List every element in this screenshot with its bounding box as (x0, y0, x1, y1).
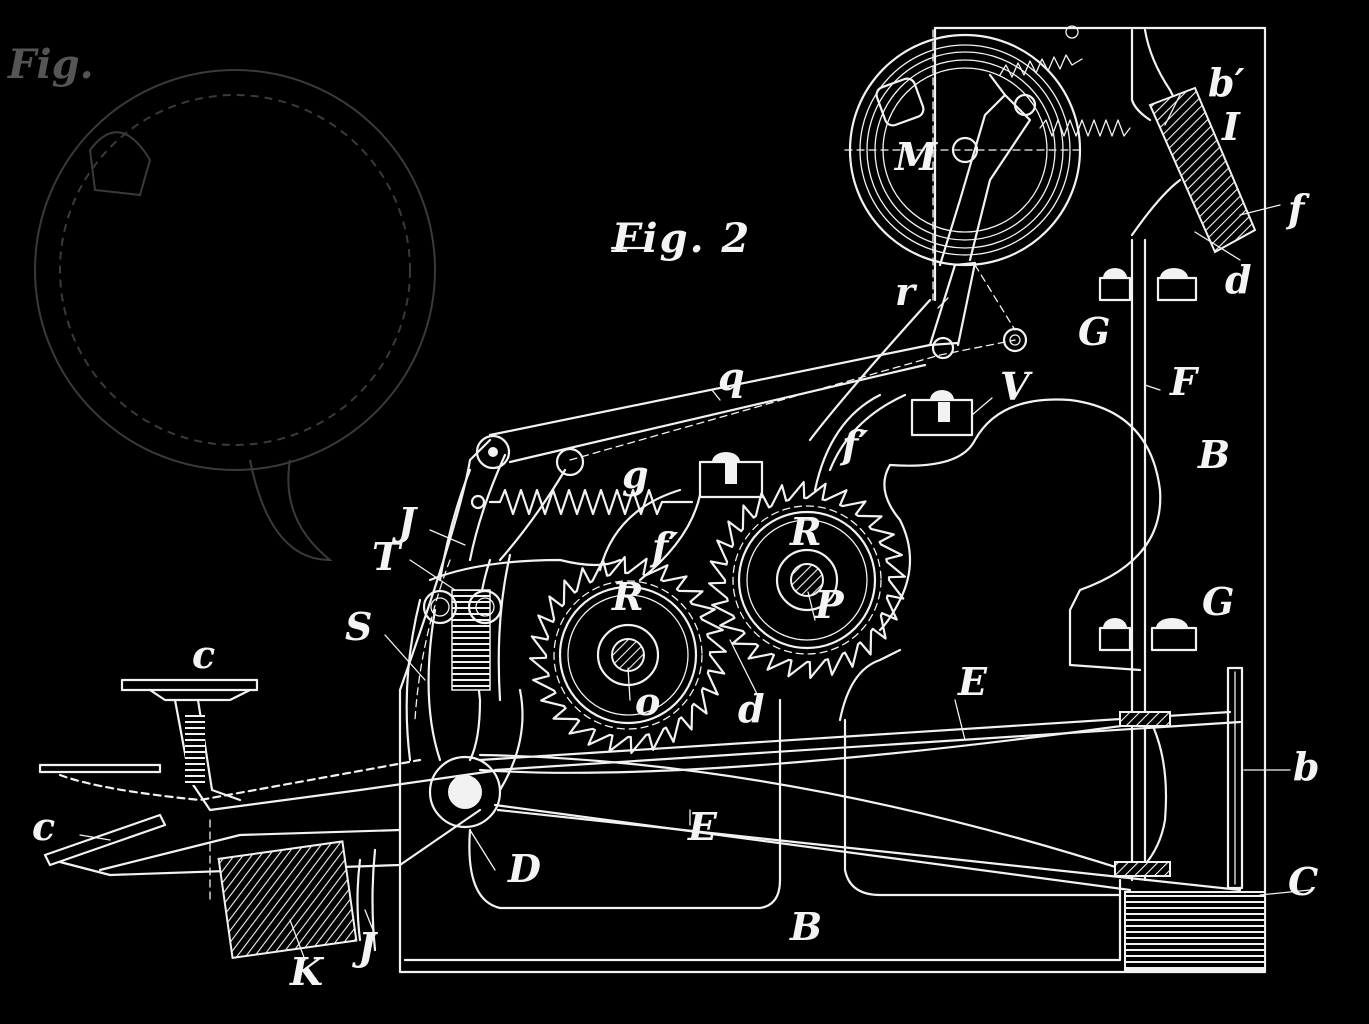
bracket-blocks-G (1098, 268, 1198, 652)
gear-hub (596, 623, 660, 687)
label-R-right: R (789, 509, 822, 554)
label-g: g (622, 452, 649, 497)
post-b (1124, 666, 1266, 971)
label-C: C (1288, 859, 1318, 904)
lever-arm-q (475, 261, 1028, 477)
strap-S (405, 553, 622, 762)
ghost-background-drawing: Fig. (7, 41, 436, 562)
reference-labels: b′ I f d M r G q V F B g f′ J T f′ R P S… (32, 60, 1320, 994)
label-P: P (814, 582, 845, 627)
label-I: I (1221, 104, 1241, 149)
figure-title: Fig. 2 (611, 215, 751, 262)
label-E-lower: E (687, 804, 718, 849)
label-T: T (372, 534, 403, 579)
label-G-lower: G (1202, 579, 1234, 624)
label-q: q (718, 354, 745, 399)
label-d-upper: d (1225, 257, 1252, 302)
label-J-lower: J (352, 924, 379, 969)
gear-teeth (529, 556, 727, 754)
label-f-prime-right: f′ (839, 422, 868, 467)
label-M: M (893, 134, 938, 179)
frame-outline (398, 26, 1267, 974)
label-F: F (1169, 359, 1200, 404)
vertical-rail-F (1130, 28, 1182, 882)
label-b-prime: b′ (1208, 60, 1245, 105)
gear-R-left (529, 556, 727, 754)
label-r: r (895, 269, 918, 314)
block-V (698, 390, 974, 499)
label-B-right: B (1197, 432, 1230, 477)
gear-axle (611, 638, 645, 672)
gear-teeth (708, 481, 906, 679)
label-o: o (635, 679, 660, 724)
gear-R-right (708, 481, 906, 679)
label-f: f (1285, 186, 1310, 231)
label-V: V (1000, 364, 1033, 409)
label-b: b (1293, 744, 1320, 789)
gear-inner-rim (746, 519, 868, 641)
label-K: K (289, 949, 325, 994)
roller-D (428, 688, 524, 829)
label-R-left: R (611, 574, 644, 619)
springs (470, 25, 1131, 516)
pedal-c-upper (120, 678, 502, 812)
label-D: D (507, 846, 541, 891)
label-B-bottom: B (789, 904, 822, 949)
hatched-bar-I (1148, 86, 1257, 254)
gear-rim (558, 585, 698, 725)
bracket-J (414, 453, 567, 721)
base-plate-B (403, 398, 1168, 962)
gear-pitch-circle (732, 505, 882, 655)
drum-M (844, 29, 1086, 301)
label-c-lower: c (32, 804, 55, 849)
ghost-figure-label: Fig. (7, 41, 94, 88)
label-d-lower: d (738, 686, 765, 731)
gear-axle (790, 563, 824, 597)
pawl-arcs (598, 393, 882, 582)
label-c-upper: c (192, 632, 215, 677)
leader-lines (79, 94, 1311, 961)
belts-E (478, 710, 1242, 892)
label-f-prime-left: f′ (649, 524, 678, 569)
pedal-c-lower (38, 758, 482, 959)
label-G-upper: G (1078, 309, 1110, 354)
label-S: S (345, 604, 372, 649)
gear-rim (737, 510, 877, 650)
gear-inner-rim (567, 594, 689, 716)
gear-pitch-circle (553, 580, 703, 730)
gear-hub (775, 548, 839, 612)
label-E-upper: E (957, 659, 988, 704)
